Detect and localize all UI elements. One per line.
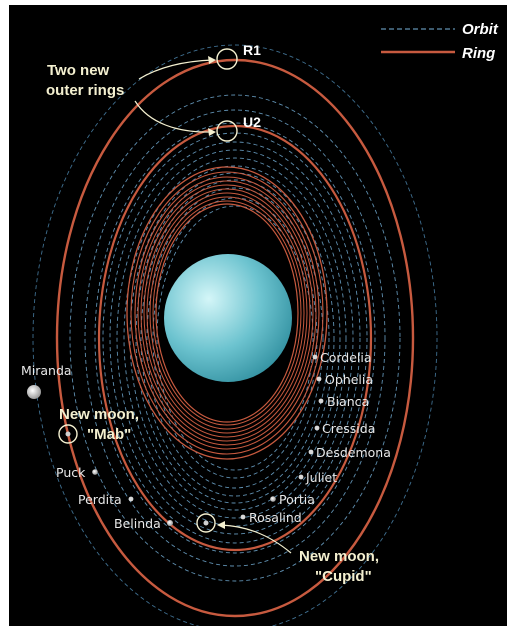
moon-belinda [167, 520, 173, 526]
moon-cordelia [312, 354, 318, 360]
legend-ring-label: Ring [462, 45, 495, 62]
ring-inner-7 [146, 192, 308, 434]
moon-rosalind [240, 514, 246, 520]
uranus-rings-diagram: Orbit Ring R1 U2 Two new outer rings New… [21, 21, 499, 626]
ring-inner-2 [130, 171, 324, 455]
orbit-cordelia [156, 205, 314, 471]
moon-label-cordelia: Cordelia [320, 350, 372, 365]
cupid-annotation-line2: "Cupid" [315, 568, 372, 585]
moon-puck [92, 469, 98, 475]
mab-marker [58, 424, 78, 444]
ring-inner-3 [134, 176, 320, 450]
orbit-juliet [129, 165, 341, 511]
moon-desdemona [308, 449, 314, 455]
moon-cressida [314, 425, 320, 431]
cupid-moon [203, 520, 209, 526]
ring-paths [55, 58, 415, 618]
ring-inner-1 [126, 166, 328, 460]
ring-inner-9 [152, 200, 302, 426]
arrowhead-r1 [208, 56, 216, 64]
arrow-to-cupid [220, 524, 292, 554]
arrowhead-cupid [217, 521, 225, 529]
outer-rings-annotation-line2: outer rings [46, 82, 124, 99]
moon-label-rosalind: Rosalind [249, 510, 302, 525]
u2-marker [216, 120, 238, 142]
moon-juliet [298, 474, 304, 480]
legend-orbit-label: Orbit [462, 21, 499, 38]
diagram-panel: Orbit Ring R1 U2 Two new outer rings New… [9, 5, 507, 626]
legend: Orbit Ring [381, 21, 499, 62]
orbit-portia [123, 157, 347, 519]
ring-inner-5 [140, 184, 314, 442]
moon-label-miranda: Miranda [21, 363, 72, 378]
orbit-bianca [146, 187, 324, 489]
moon-label-portia: Portia [279, 492, 315, 507]
moon-label-puck: Puck [56, 465, 86, 480]
moon-label-ophelia: Ophelia [325, 372, 373, 387]
mab-moon [65, 431, 71, 437]
ring-inner-8 [149, 196, 305, 430]
moon-label-perdita: Perdita [78, 492, 122, 507]
ring-inner-4 [137, 180, 317, 446]
moon-label-belinda: Belinda [114, 516, 161, 531]
moon-miranda [27, 385, 41, 399]
orbit-miranda [32, 44, 438, 626]
orbit-perdita [94, 122, 376, 554]
orbit-mab [69, 94, 401, 582]
moon-label-cressida: Cressida [322, 421, 375, 436]
moon-ophelia [316, 376, 322, 382]
orbit-cupid [109, 141, 361, 535]
mab-annotation-line2: "Mab" [87, 426, 131, 443]
arrow-to-u2 [134, 100, 214, 133]
moon-label-juliet: Juliet [305, 470, 337, 485]
moon-label-desdemona: Desdemona [316, 445, 391, 460]
orbit-puck [84, 109, 386, 567]
ring-inner-10 [155, 203, 299, 423]
ring-inner-6 [143, 188, 311, 438]
outer-rings-annotation-line1: Two new [47, 62, 110, 79]
ring-r1 [55, 58, 415, 618]
moon-portia [270, 496, 276, 502]
orbit-cressida [140, 179, 330, 497]
orbit-rosalind [116, 149, 354, 527]
orbit-belinda [102, 132, 368, 544]
arrow-to-r1 [138, 59, 214, 80]
r1-label: R1 [243, 42, 261, 58]
moon-label-bianca: Bianca [327, 394, 369, 409]
cupid-annotation-line1: New moon, [299, 548, 379, 565]
r1-marker [216, 48, 238, 70]
mab-annotation-line1: New moon, [59, 406, 139, 423]
planet-uranus [164, 254, 292, 382]
u2-label: U2 [243, 114, 261, 130]
moon-perdita [128, 496, 134, 502]
cupid-marker [196, 513, 216, 533]
moon-bianca [318, 398, 324, 404]
arrowhead-u2 [208, 128, 216, 136]
moons: Cordelia Ophelia Bianca Cressida Desdemo… [21, 350, 391, 531]
